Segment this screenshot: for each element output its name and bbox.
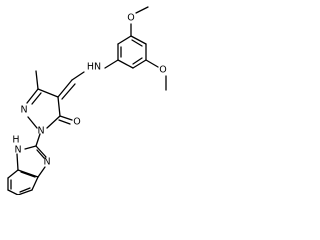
atom-labels: HN O O N N O H N N bbox=[12, 13, 166, 168]
atom-label-pyrazole-nitrogen-lower: N bbox=[37, 126, 44, 137]
atom-label-methoxy-oxygen-right: O bbox=[159, 65, 166, 76]
benzimidazole-ring bbox=[7, 145, 47, 195]
n-aryl-bond bbox=[35, 133, 41, 147]
atom-label-methoxy-oxygen-top: O bbox=[127, 13, 134, 24]
atom-label-benzimidazole-hydrogen: H bbox=[12, 135, 19, 146]
methoxy-group-right bbox=[145, 59, 167, 91]
aminomethylene-linker bbox=[57, 59, 119, 100]
chemical-structure-diagram: HN O O N N O H N N bbox=[7, 6, 167, 195]
atom-label-carbonyl-oxygen: O bbox=[73, 117, 80, 128]
atom-label-amine-nh: HN bbox=[87, 62, 101, 73]
atom-label-benzimidazole-nitrogen: N bbox=[43, 157, 50, 168]
atom-label-pyrazole-nitrogen-upper: N bbox=[20, 105, 27, 116]
pyrazolone-ring bbox=[26, 70, 73, 129]
methoxy-group-top bbox=[130, 6, 149, 37]
dimethoxyphenyl-ring bbox=[117, 35, 147, 69]
atom-label-benzimidazole-nh: N bbox=[14, 145, 21, 156]
